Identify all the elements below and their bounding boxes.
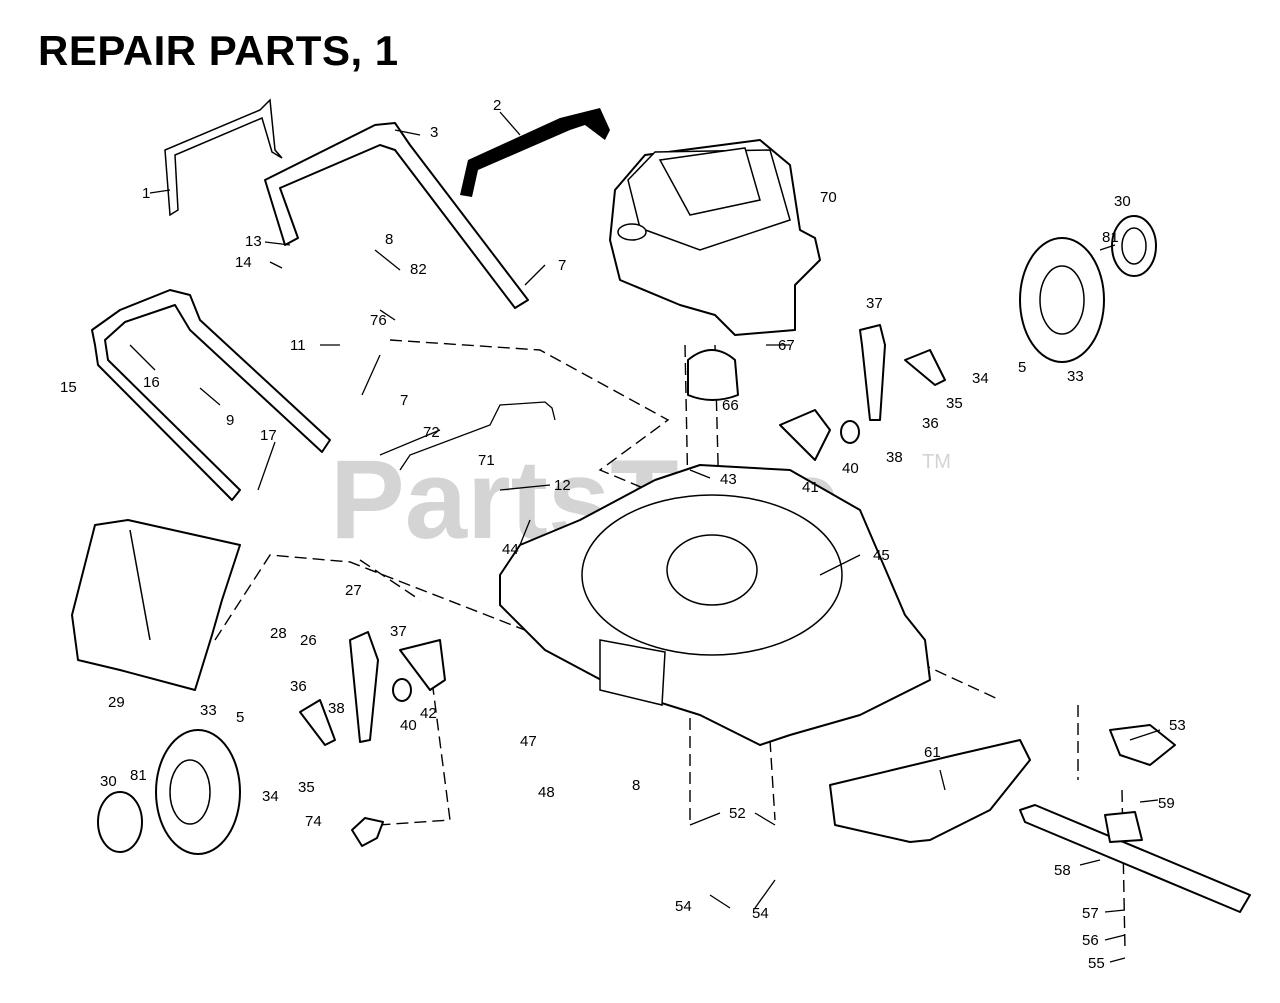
callout: 11 [290,337,306,354]
callout: 53 [1169,717,1186,734]
callout: 28 [270,625,287,642]
callout: 36 [922,415,939,432]
mulch-plug [351,817,384,847]
hubcap-left [97,791,143,853]
callout: 72 [423,424,440,441]
callout: 52 [729,805,746,822]
page-title: REPAIR PARTS, 1 [38,27,399,74]
callout: 12 [554,477,571,494]
blade-adapter [1104,811,1143,843]
bracket-right [904,349,946,386]
callout: 59 [1158,795,1175,812]
callout: 30 [100,773,117,790]
bail-handle [164,98,283,217]
callout: 15 [60,379,77,396]
callout: 55 [1088,955,1105,972]
callout: 33 [1067,368,1084,385]
bracket-left [299,699,336,746]
callout: 74 [305,813,322,830]
callout: 54 [675,898,692,915]
callout: 34 [972,370,989,387]
callout: 67 [778,337,795,354]
engine [609,139,821,336]
callout-labels: 1 2 3 5 5 7 7 8 8 9 11 12 13 14 15 16 17… [60,97,1186,972]
callout: 40 [842,460,859,477]
callout: 8 [632,777,640,794]
hubcap-right [1111,215,1157,277]
height-gear-right [779,409,831,461]
callout: 54 [752,905,769,922]
callout: 56 [1082,932,1099,949]
callout: 37 [866,295,883,312]
callout: 58 [1054,862,1071,879]
wheel-right [1019,237,1105,363]
callout: 71 [478,452,495,469]
mower-blade [1019,804,1251,913]
wheel-spacer-right [840,420,860,444]
callout: 7 [400,392,408,409]
callout: 8 [385,231,393,248]
height-gear-left [399,639,446,691]
control-cable [361,354,381,396]
callout: 34 [262,788,279,805]
grass-catcher [71,519,241,691]
callout: 27 [345,582,362,599]
callout: 48 [538,784,555,801]
deflector [829,739,1031,843]
wheel-left [155,729,241,855]
callout: 40 [400,717,417,734]
blade-adapter-top [1109,724,1176,766]
starter-cup [687,349,739,401]
callout: 81 [130,767,147,784]
handle-grip [460,108,610,197]
callout: 47 [520,733,537,750]
callout: 66 [722,397,739,414]
callout: 5 [236,709,244,726]
callout: 76 [370,312,387,329]
callout: 81 [1102,229,1119,246]
callout: 30 [1114,193,1131,210]
callout: 16 [143,374,160,391]
callout: 13 [245,233,262,250]
callout: 29 [108,694,125,711]
callout: 35 [946,395,963,412]
callout: 26 [300,632,317,649]
mower-deck [499,464,931,746]
callout: 9 [226,412,234,429]
callout: 82 [410,261,427,278]
callout: 35 [298,779,315,796]
callout: 41 [802,479,819,496]
upper-handle [264,122,529,309]
callout: 1 [142,185,150,202]
control-rod [399,401,556,471]
callout: 44 [502,541,519,558]
callout: 5 [1018,359,1026,376]
callout: 33 [200,702,217,719]
callout: 38 [886,449,903,466]
lower-handle [91,289,331,501]
wheel-spacer-left [392,678,412,702]
callout: 17 [260,427,277,444]
callout: 70 [820,189,837,206]
callout: 2 [493,97,501,114]
callout: 7 [558,257,566,274]
callout: 36 [290,678,307,695]
callout: 43 [720,471,737,488]
callout: 42 [420,705,437,722]
height-adjuster-right [859,324,886,421]
callout: 38 [328,700,345,717]
callout: 37 [390,623,407,640]
leader-lines [129,111,1161,963]
callout: 57 [1082,905,1099,922]
height-adjuster-left [349,631,379,743]
callout: 3 [430,124,438,141]
callout: 45 [873,547,890,564]
callout: 61 [924,744,941,761]
watermark-tm: TM [922,451,951,473]
callout: 14 [235,254,252,271]
